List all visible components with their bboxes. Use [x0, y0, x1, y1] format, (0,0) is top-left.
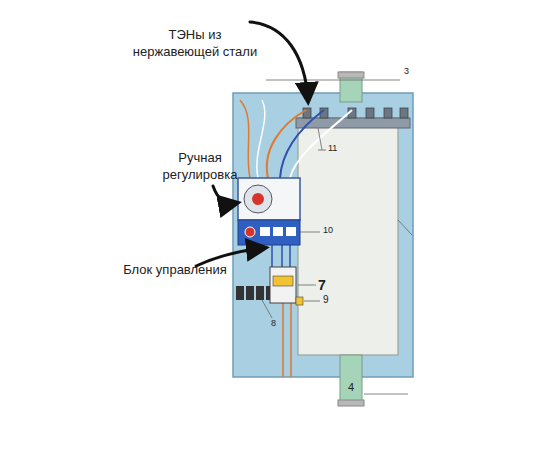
housing-panel [233, 93, 413, 377]
callout-number: 10 [323, 225, 347, 237]
contactor [270, 267, 296, 303]
leader-line [262, 80, 412, 394]
callout-number: 8 [271, 318, 291, 330]
wire [272, 245, 290, 268]
wire [283, 303, 291, 377]
callout-number: 7 [318, 276, 338, 294]
wire [240, 100, 250, 178]
callout-number: 3 [404, 66, 424, 78]
callout-number: 4 [348, 380, 368, 394]
wire [290, 110, 352, 178]
tank [298, 118, 398, 355]
callout-text: Блок управления [120, 262, 230, 279]
callout-number: 11 [328, 143, 352, 155]
thermostat [238, 178, 300, 220]
inlet-pipe [340, 355, 362, 405]
button [245, 227, 255, 237]
dial-knob [252, 193, 264, 205]
callout-text: Ручная регулировка [150, 150, 250, 184]
indicator [296, 297, 303, 305]
terminal-block [236, 286, 270, 300]
dial [244, 185, 272, 213]
control-unit [238, 220, 300, 245]
callout-number: 9 [323, 293, 343, 306]
pipe-cap [338, 400, 364, 406]
pipe-cap [338, 72, 364, 78]
wire [267, 110, 306, 178]
wire [257, 100, 265, 178]
callout-text: ТЭНы из нержавеющей стали [130, 27, 260, 61]
wire [280, 110, 324, 178]
